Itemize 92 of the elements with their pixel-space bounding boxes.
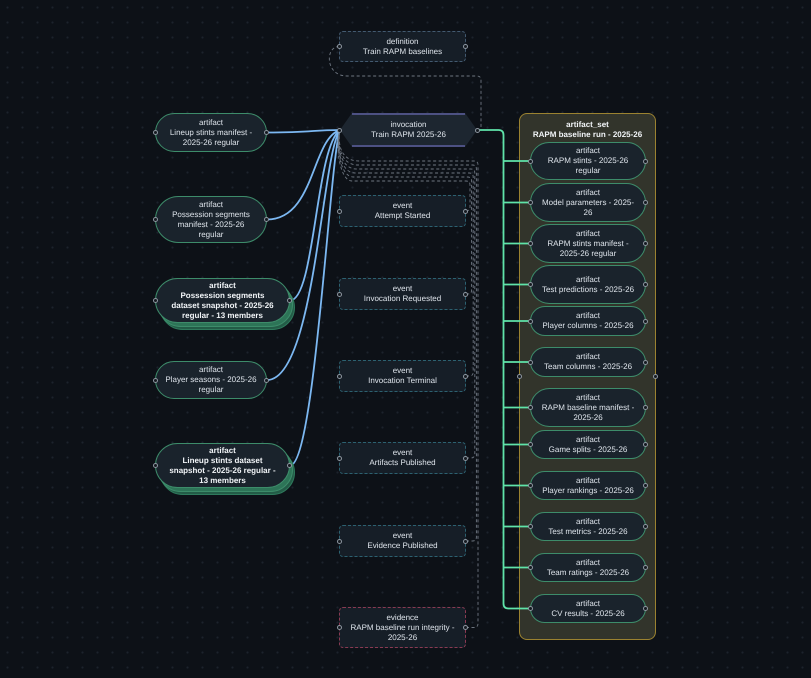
node-title: RAPM stints - 2025-26 regular [546, 156, 630, 176]
node-title: Possession segments manifest - 2025-26 regular [171, 210, 251, 240]
pill-node [530, 512, 646, 541]
node-title: Game splits - 2025-26 [548, 444, 628, 454]
node-title: Artifacts Published [369, 458, 436, 468]
pill-node [530, 265, 646, 304]
connector [504, 444, 530, 446]
node-title: Player columns - 2025-26 [542, 321, 634, 331]
stacked-pill-node [155, 278, 295, 330]
pill-node [530, 553, 646, 582]
pill-node [530, 594, 646, 623]
node-title: CV results - 2025-26 [551, 608, 625, 618]
node-type-label: artifact [576, 476, 600, 486]
node-title: Team ratings - 2025-26 [546, 568, 630, 578]
node-type-label: artifact [209, 446, 236, 456]
node-type-label: artifact [198, 200, 223, 210]
node-title: Train RAPM 2025-26 [371, 130, 446, 140]
node-title: Test metrics - 2025-26 [548, 526, 628, 536]
node-title: RAPM baseline run integrity - 2025-26 [349, 622, 456, 642]
node-title: Player rankings - 2025-26 [542, 486, 634, 496]
node-title: Lineup stints dataset snapshot - 2025-26 regular - 13 members [168, 456, 277, 486]
node-title: Attempt Started [374, 211, 430, 221]
node-type-label: artifact [576, 274, 600, 284]
pill-node [530, 430, 646, 459]
node-title: Test predictions - 2025-26 [542, 284, 634, 294]
node-type-label: artifact_set [566, 120, 609, 130]
node-type-label: event [392, 448, 412, 458]
pill-node [155, 361, 267, 399]
dashed-box-node [339, 278, 466, 310]
connector [504, 361, 530, 363]
pill-node [530, 183, 646, 222]
connector [504, 566, 530, 568]
connector [504, 242, 530, 244]
node-type-label: artifact [576, 188, 600, 198]
dashed-box-node [339, 360, 466, 392]
node-type-label: invocation [390, 120, 427, 130]
pill-node [530, 142, 646, 180]
connector [266, 130, 341, 381]
node-type-label: event [392, 201, 412, 211]
node-type-label: artifact [576, 228, 600, 238]
node-type-label: artifact [576, 311, 600, 321]
node-type-label: event [392, 531, 412, 541]
node-type-label: artifact [198, 118, 223, 128]
node-type-label: artifact [198, 365, 223, 375]
pill-node [155, 196, 267, 243]
node-type-label: artifact [209, 280, 236, 290]
dashed-box-node [339, 525, 466, 557]
node-type-label: artifact [576, 352, 600, 362]
node-type-label: event [392, 366, 412, 376]
node-title: Invocation Requested [364, 294, 442, 304]
node-type-label: artifact [576, 598, 600, 608]
node-type-label: artifact [576, 146, 600, 156]
dashed-box-node [339, 31, 466, 62]
node-title: RAPM stints manifest - 2025-26 regular [546, 238, 630, 258]
node-type-label: artifact [576, 558, 600, 568]
node-title: Train RAPM baselines [362, 46, 442, 56]
pill-node [530, 388, 646, 427]
node-title: Player seasons - 2025-26 regular [165, 375, 257, 395]
node-title: RAPM baseline run - 2025-26 [532, 130, 642, 140]
connector [504, 160, 530, 162]
pill-node [530, 306, 646, 336]
connector [267, 129, 340, 134]
node-type-label: artifact [576, 392, 600, 402]
dashed-box-node [339, 195, 466, 227]
node-type-label: evidence [386, 612, 419, 622]
pill-node [155, 113, 267, 152]
dashed-box-node [339, 442, 466, 474]
node-title: Possession segments dataset snapshot - 2025-26 regular - 13 members [170, 290, 275, 320]
node-title: RAPM baseline manifest - 2025-26 [540, 402, 636, 422]
node-title: Lineup stints manifest - 2025-26 regular [168, 128, 254, 148]
node-type-label: artifact [576, 516, 600, 526]
node-title: Model parameters - 2025-26 [540, 198, 636, 218]
connector [504, 284, 530, 286]
node-type-label: definition [386, 36, 419, 46]
connector [504, 406, 530, 408]
connector [504, 526, 530, 528]
node-title: Team columns - 2025-26 [544, 362, 632, 372]
node-type-label: artifact [576, 434, 600, 444]
group-panel [519, 113, 656, 640]
dashed-box-node [339, 607, 466, 648]
pill-node [530, 347, 646, 377]
pill-node [530, 224, 646, 263]
stacked-pill-node [155, 443, 295, 495]
connector [504, 320, 530, 322]
hexagon-node [340, 113, 477, 147]
connector [504, 202, 530, 204]
node-title: Invocation Terminal [368, 376, 437, 386]
connector [504, 484, 530, 486]
connector [477, 129, 530, 610]
node-title: Evidence Published [367, 541, 438, 551]
pill-node [530, 471, 646, 500]
node-type-label: event [392, 284, 412, 294]
